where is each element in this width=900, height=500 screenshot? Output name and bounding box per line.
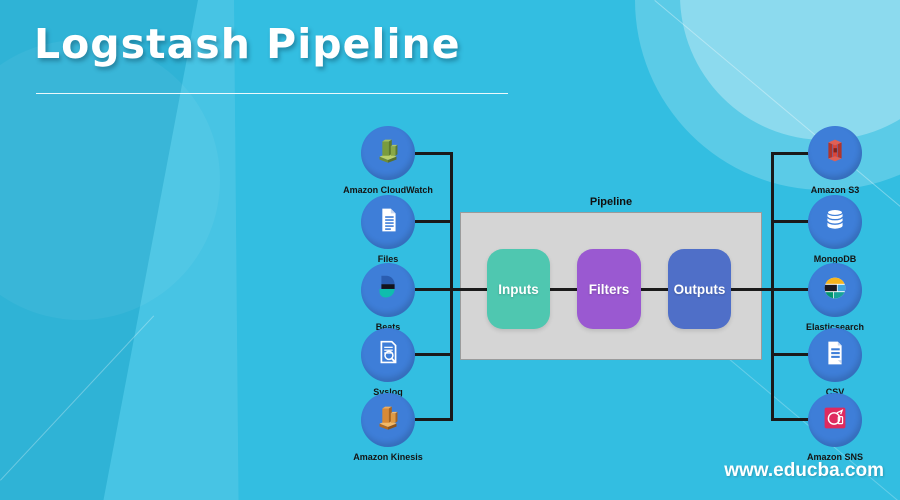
output-bus-line [771,152,774,421]
node-label: MongoDB [813,254,857,264]
beats-icon [371,271,405,310]
stage-outputs: Outputs [668,249,731,329]
source-node-kinesis: Amazon Kinesis [328,393,448,462]
stage-inputs: Inputs [487,249,550,329]
elasticsearch-icon [818,271,852,310]
amazon-s3-icon [818,134,852,173]
connector-kinesis [415,418,453,421]
node-label: Amazon Kinesis [353,452,423,462]
page-title: Logstash Pipeline [34,20,461,68]
amazon-sns-icon [818,401,852,440]
source-node-beats: Beats [328,263,448,332]
node-badge [361,126,415,180]
source-node-cloudwatch: Amazon CloudWatch [328,126,448,195]
connector-mongodb [774,220,809,223]
node-label: CSV [825,387,845,397]
stage-outputs-label: Outputs [673,281,726,297]
node-badge [361,393,415,447]
source-node-files: Files [328,195,448,264]
node-badge [361,263,415,317]
input-bus-line [450,152,453,421]
connector-files [415,220,453,223]
stage-filters-label: Filters [588,281,630,297]
amazon-cloudwatch-icon [371,134,405,173]
corner-circle-inner-decoration [680,0,900,140]
title-circle-decoration [0,40,220,320]
destination-node-elasticsearch: Elasticsearch [775,263,895,332]
source-node-syslog: Syslog [328,328,448,397]
title-underline [36,93,508,94]
node-label: Syslog [373,387,403,397]
amazon-kinesis-icon [371,401,405,440]
pipeline-box-label: Pipeline [589,196,633,208]
syslog-icon [371,336,405,375]
stage-filters: Filters [577,249,641,329]
destination-node-mongodb: MongoDB [775,195,895,264]
connector-cloudwatch [415,152,453,155]
stage-inputs-label: Inputs [498,281,539,297]
node-label: Files [377,254,399,264]
node-badge [808,126,862,180]
node-badge [361,195,415,249]
connector-s3 [774,152,809,155]
node-badge [808,263,862,317]
destination-node-sns: Amazon SNS [775,393,895,462]
mongodb-icon [818,203,852,242]
node-label: Amazon CloudWatch [343,185,433,195]
node-label: Elasticsearch [805,322,865,332]
node-badge [808,393,862,447]
destination-node-s3: Amazon S3 [775,126,895,195]
node-badge [808,195,862,249]
diagonal-line-decoration [0,315,155,481]
files-icon [371,203,405,242]
node-label: Amazon S3 [810,185,860,195]
connector-syslog [415,353,453,356]
node-label: Amazon SNS [806,452,863,462]
node-label: Beats [375,322,401,332]
node-badge [361,328,415,382]
destination-node-csv: CSV [775,328,895,397]
node-badge [808,328,862,382]
watermark: www.educba.com [724,460,884,481]
csv-icon [818,336,852,375]
connector-sns [774,418,809,421]
connector-csv [774,353,809,356]
